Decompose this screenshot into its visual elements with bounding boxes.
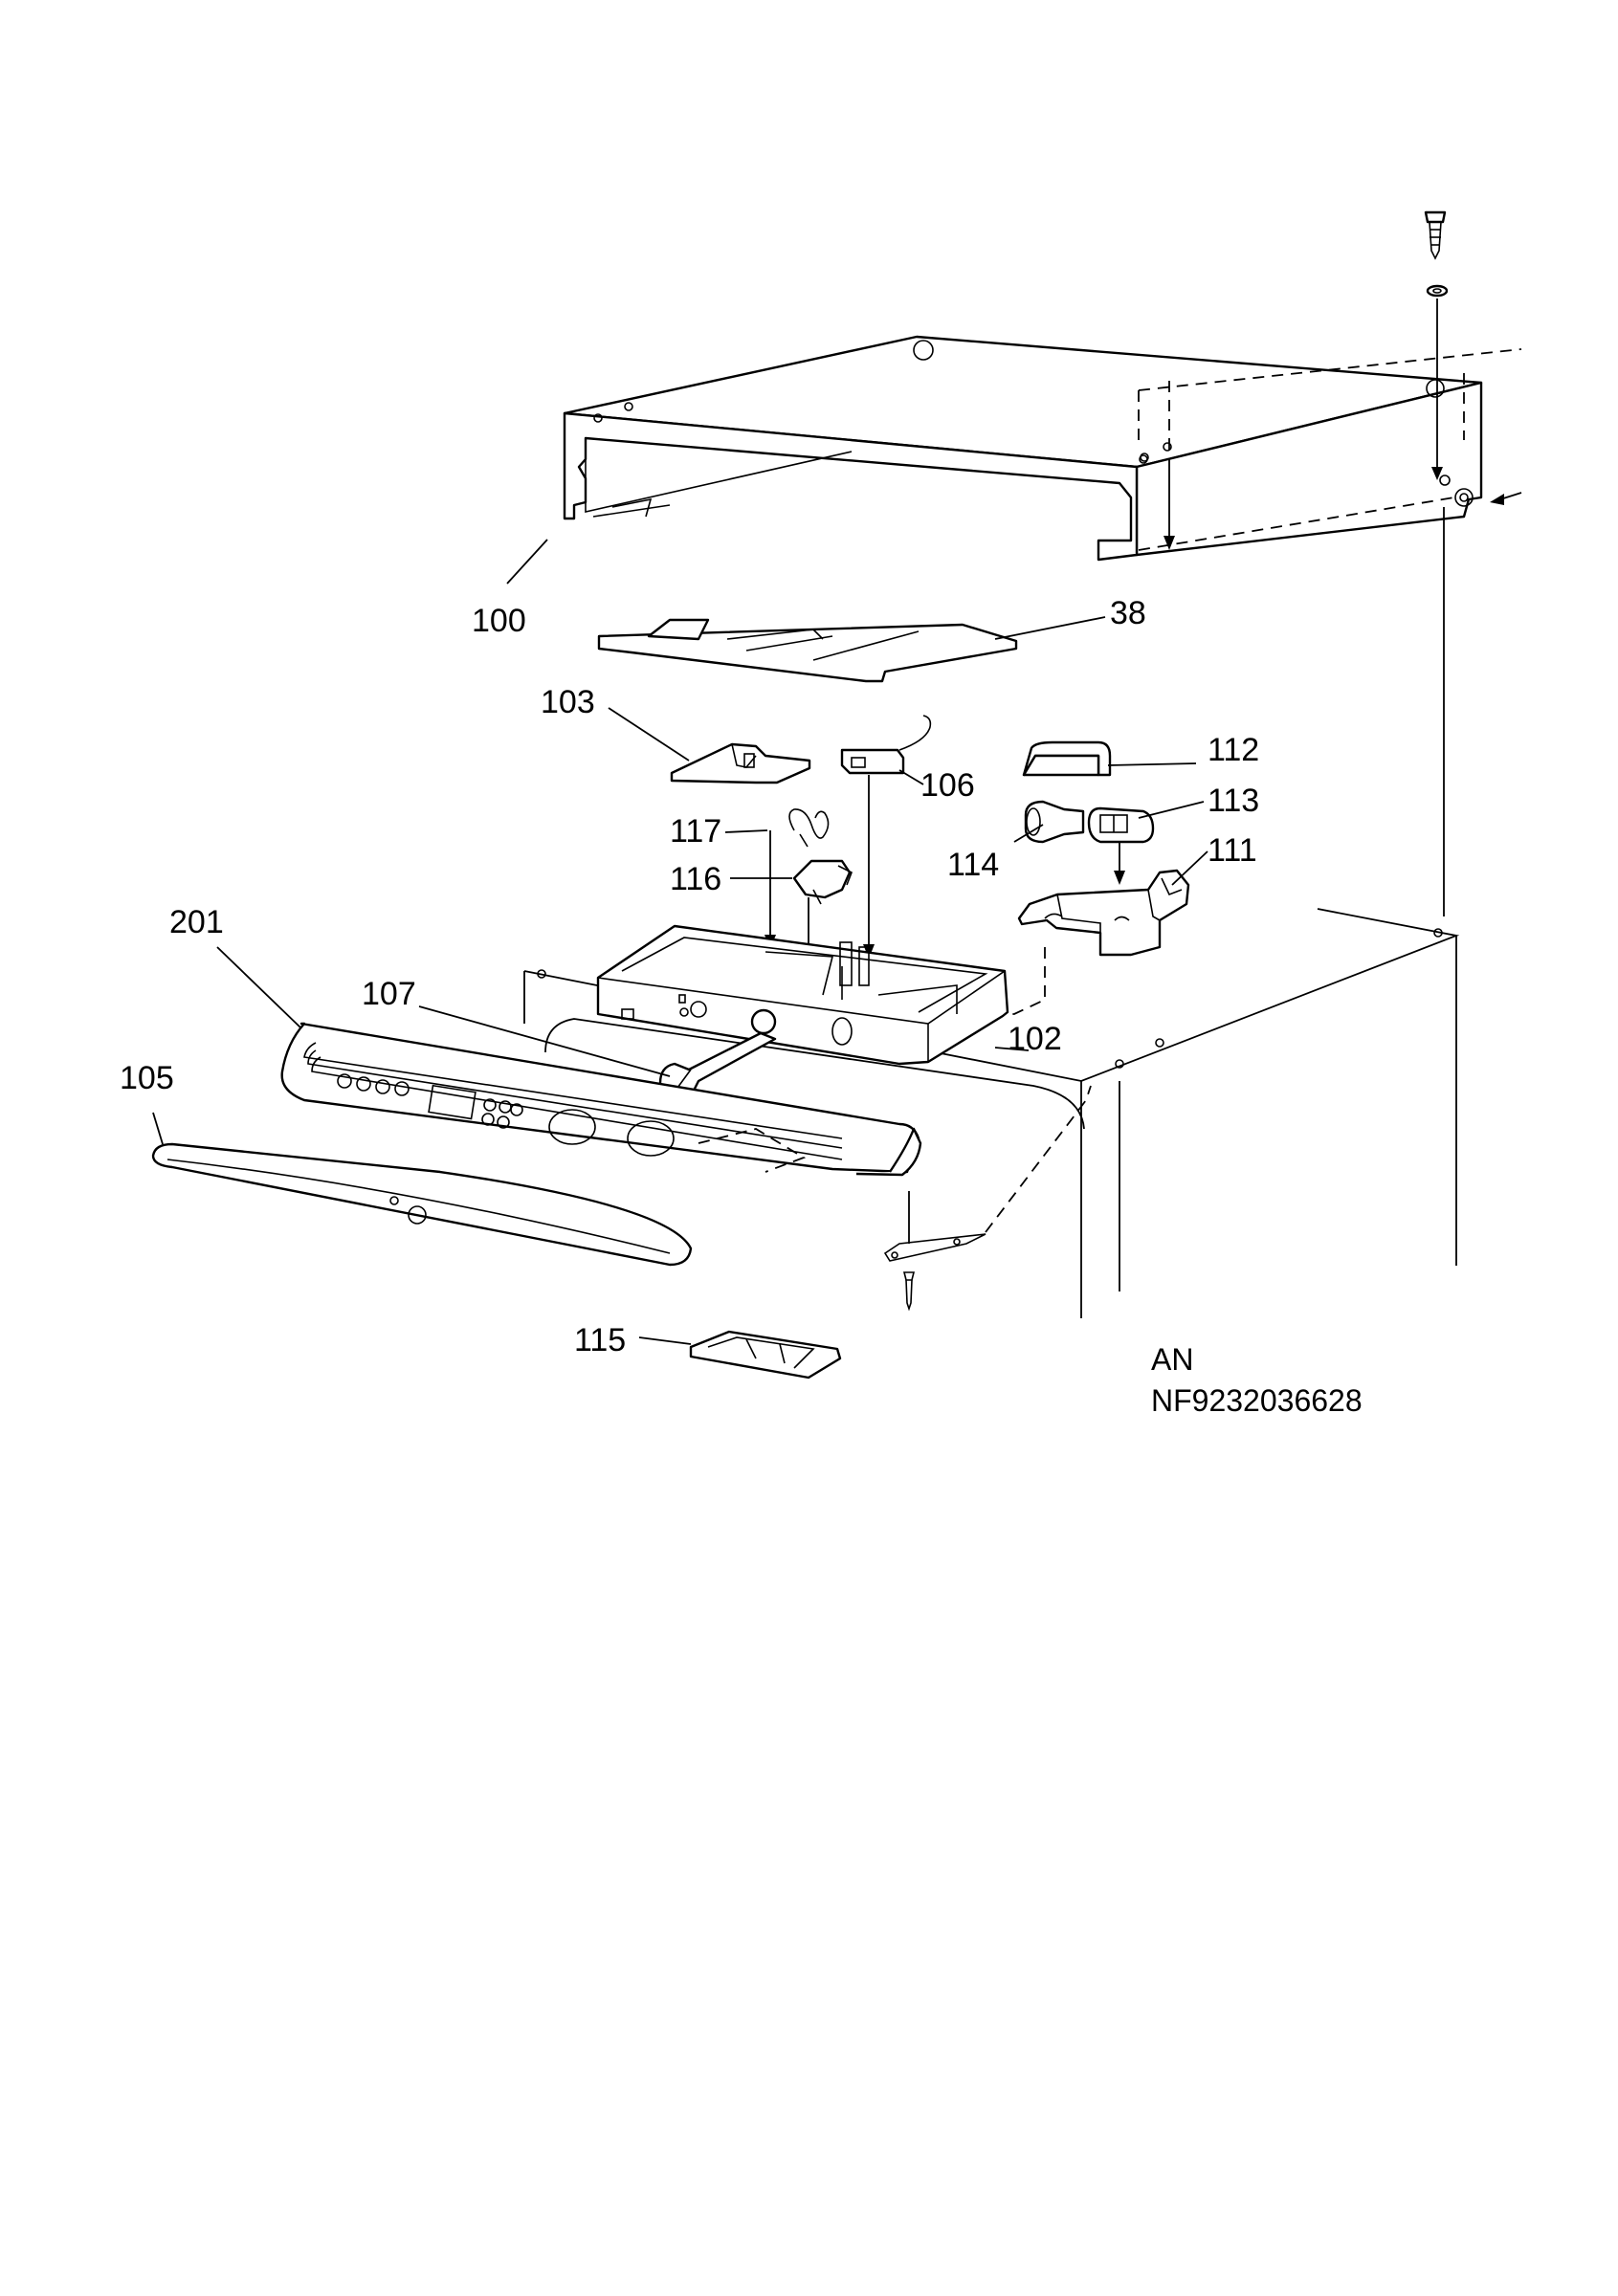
part-102-control-box — [596, 924, 1009, 1066]
callout-113: 113 — [1208, 783, 1259, 819]
callout-116: 116 — [670, 861, 721, 897]
diagram-code-line1: AN — [1151, 1342, 1193, 1377]
part-114-bulb — [1024, 800, 1085, 844]
screw-icon — [902, 1271, 916, 1312]
part-100-top-cover — [563, 335, 1483, 562]
diagram-code-line2: NF9232036628 — [1151, 1383, 1363, 1418]
callout-112: 112 — [1208, 732, 1259, 768]
part-111-lamp-housing — [1017, 869, 1190, 957]
callout-100: 100 — [472, 603, 526, 639]
callout-201: 201 — [169, 904, 224, 940]
part-38-shelf-plate — [597, 618, 1018, 683]
part-115-filter-cover — [689, 1330, 842, 1380]
callout-107: 107 — [362, 976, 416, 1012]
callout-111: 111 — [1208, 832, 1257, 869]
part-106-relay — [840, 715, 932, 775]
screw-icon — [1424, 210, 1447, 260]
callout-103: 103 — [541, 684, 595, 720]
part-113-lamp-holder — [1087, 806, 1155, 844]
part-112-lamp-cover — [1022, 740, 1112, 777]
callout-115: 115 — [574, 1322, 626, 1358]
part-107-knob-shaft — [658, 1008, 777, 1106]
hinge-bracket — [883, 1233, 986, 1262]
callout-106: 106 — [920, 767, 975, 804]
callout-114: 114 — [947, 847, 999, 883]
callout-102: 102 — [1008, 1021, 1062, 1057]
part-103-bracket — [670, 742, 811, 784]
callout-105: 105 — [120, 1060, 174, 1096]
callout-38: 38 — [1110, 595, 1146, 631]
part-105-handle-strip — [151, 1142, 693, 1267]
part-116-switch — [792, 859, 853, 905]
washer-icon — [1426, 284, 1449, 298]
callout-117: 117 — [670, 813, 721, 850]
part-201-control-panel — [280, 1022, 922, 1177]
part-117-spring-clip — [788, 808, 830, 848]
